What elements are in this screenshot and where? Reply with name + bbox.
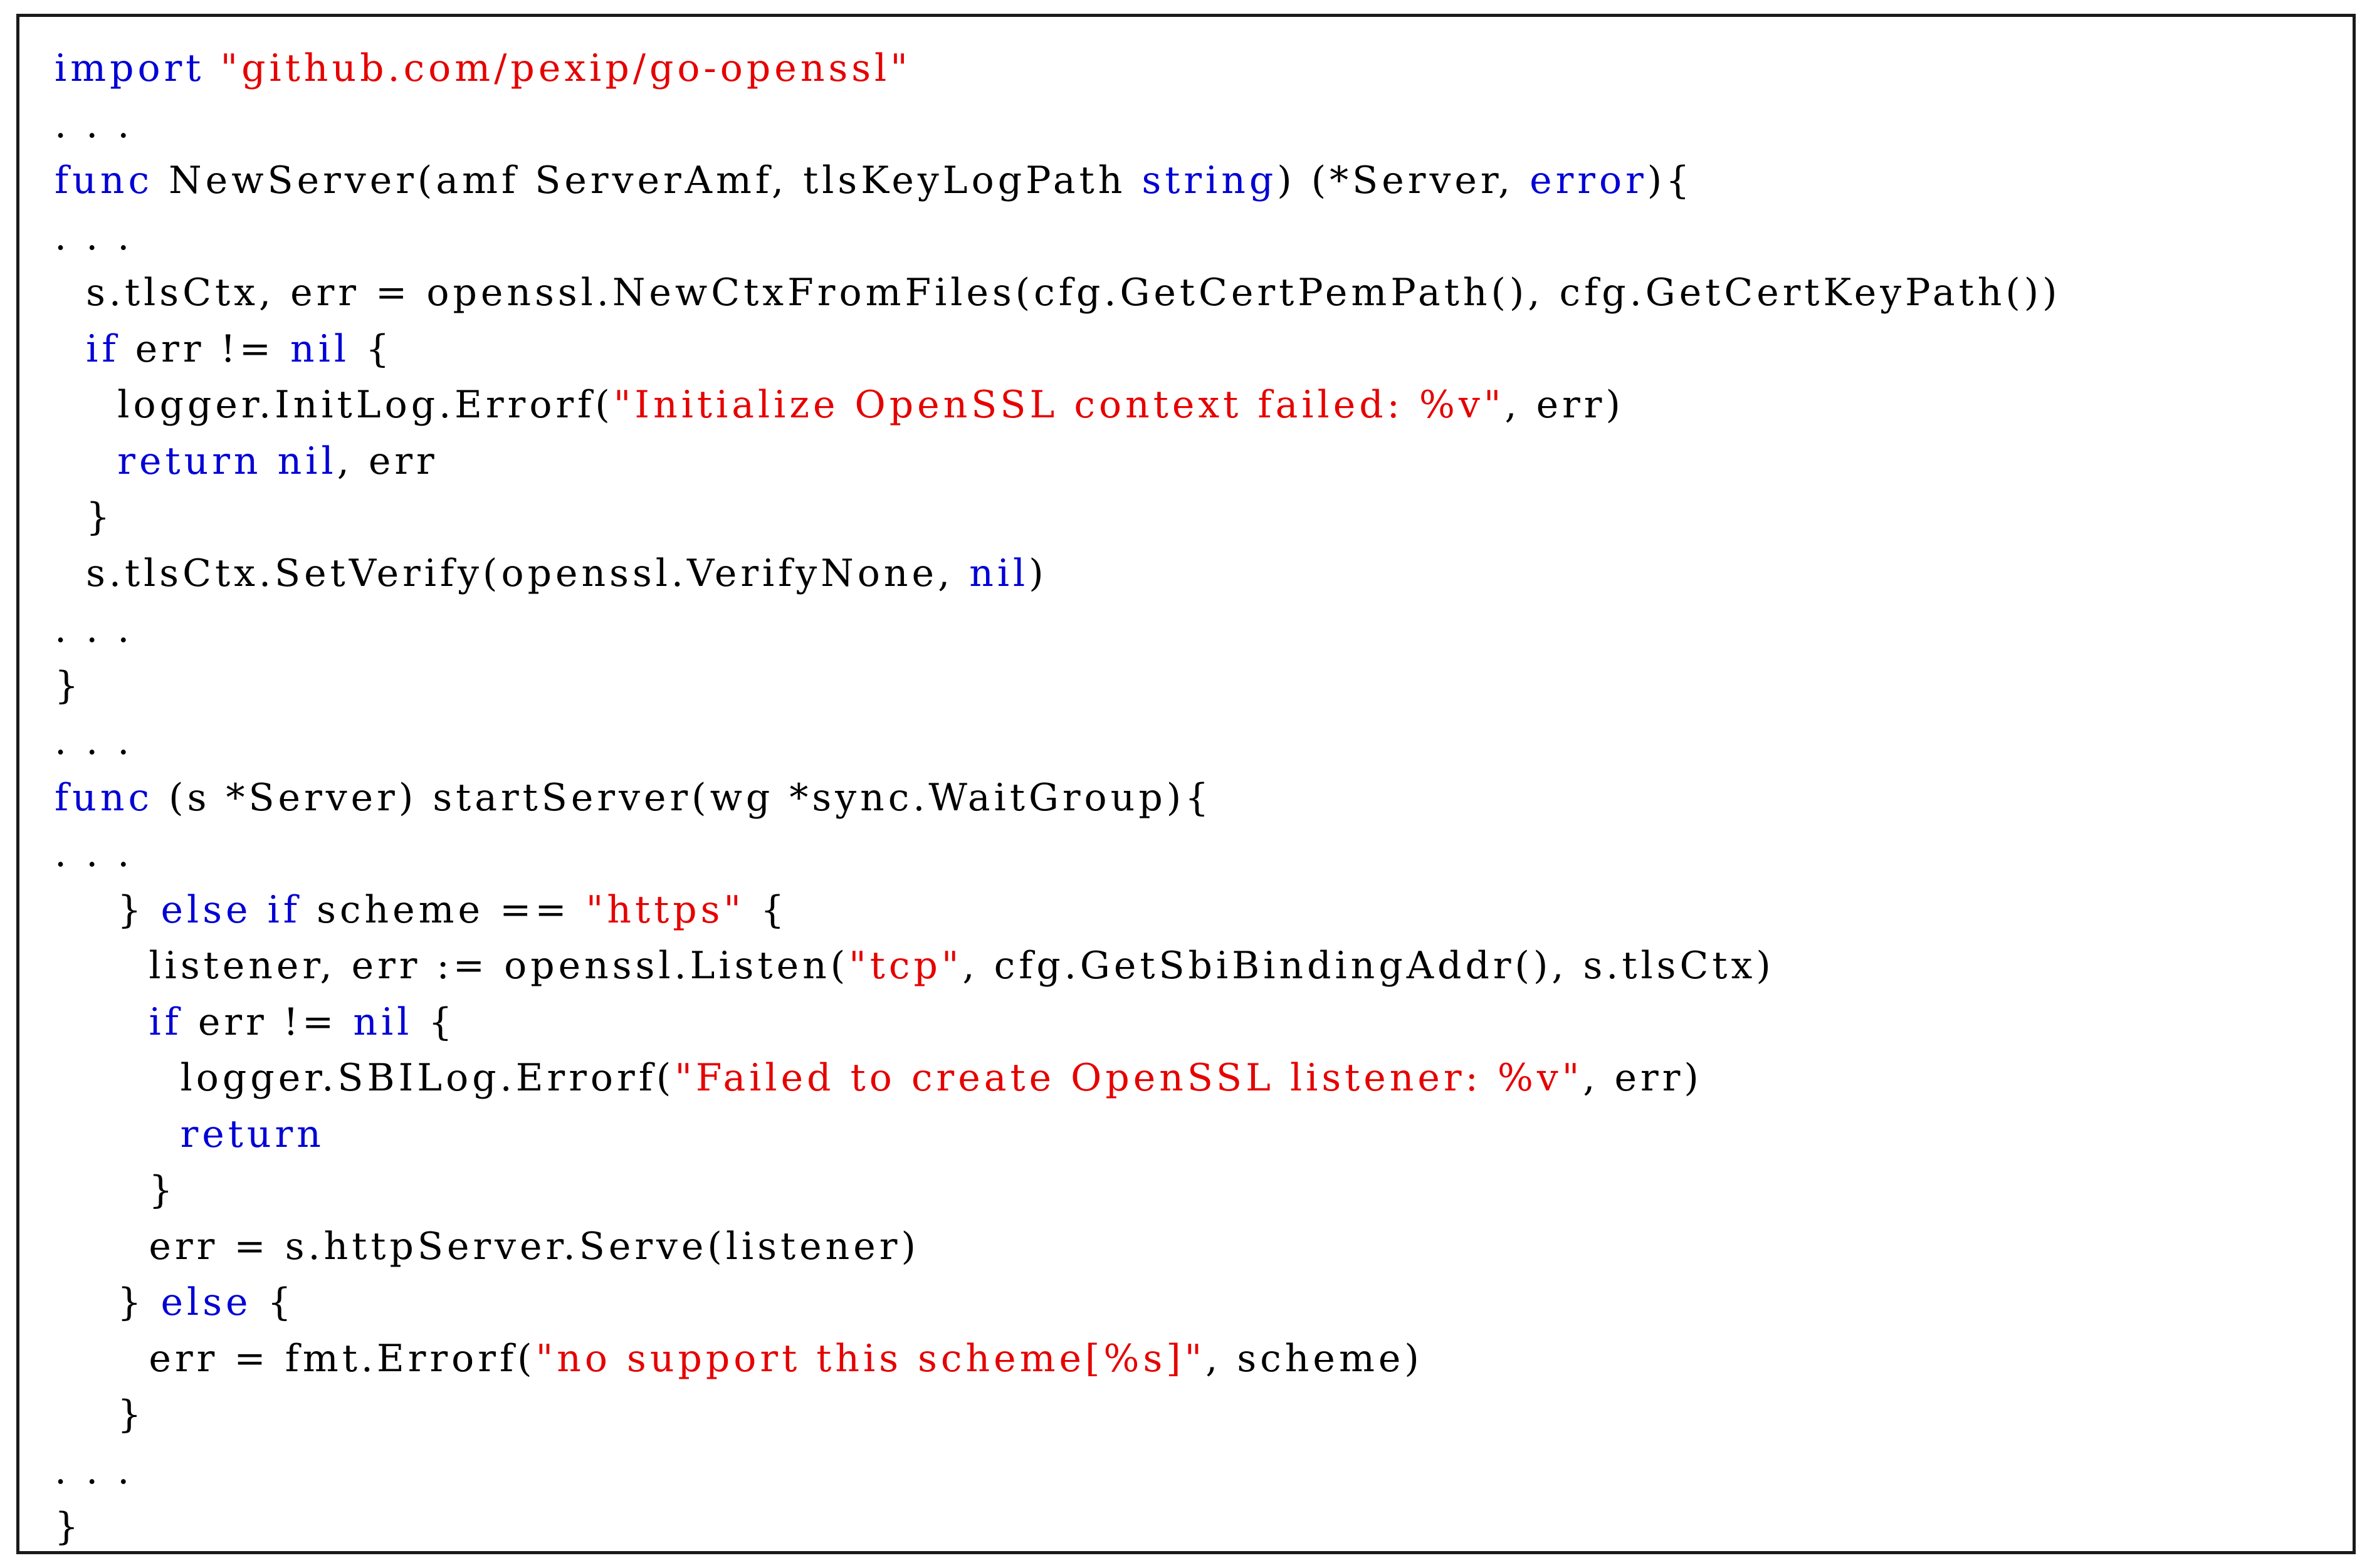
code-text: err != [119,327,291,371]
code-keyword: else [160,1280,252,1324]
code-text: } [55,495,114,539]
code-text: , err) [1583,1056,1703,1100]
code-line: import "github.com/pexip/go-openssl" [55,41,2061,97]
code-line: err = fmt.Errorf("no support this scheme… [55,1331,2061,1388]
code-keyword: error [1530,159,1647,202]
code-line: . . . [55,209,2061,266]
code-keyword: if [149,1000,182,1044]
code-keyword: string [1141,159,1278,202]
code-text: } [55,1393,145,1436]
code-text: s.tlsCtx.SetVerify(openssl.VerifyNone, [55,551,970,595]
code-line: s.tlsCtx.SetVerify(openssl.VerifyNone, n… [55,546,2061,602]
code-line: return nil, err [55,434,2061,490]
code-text: logger.InitLog.Errorf( [55,383,614,427]
code-text: } [55,1280,161,1324]
code-text: , err [337,439,438,483]
code-line: logger.SBILog.Errorf("Failed to create O… [55,1050,2061,1107]
code-text: . . . [55,214,134,259]
code-text: NewServer(amf ServerAmf, tlsKeyLogPath [153,159,1142,202]
code-text: , scheme) [1205,1336,1423,1381]
code-text: { [251,1280,295,1324]
code-line: s.tlsCtx, err = openssl.NewCtxFromFiles(… [55,265,2061,321]
code-line: . . . [55,602,2061,658]
code-text [55,1000,149,1044]
code-string-literal: "Failed to create OpenSSL listener: %v" [674,1056,1583,1100]
code-line: . . . [55,1443,2061,1500]
code-keyword: import [55,46,205,90]
code-line: } [55,1499,2061,1555]
code-string-literal: "no support this scheme[%s]" [535,1336,1206,1381]
code-text: ) [1029,551,1047,595]
code-line: if err != nil { [55,995,2061,1051]
code-text: . . . [55,1448,134,1493]
code-line: . . . [55,714,2061,770]
code-text: { [350,327,394,371]
code-string-literal: "Initialize OpenSSL context failed: %v" [613,383,1505,427]
code-text: . . . [55,102,134,147]
code-text [262,439,278,483]
code-line: func NewServer(amf ServerAmf, tlsKeyLogP… [55,153,2061,209]
code-line: func (s *Server) startServer(wg *sync.Wa… [55,770,2061,827]
code-line: return [55,1107,2061,1163]
code-text: { [412,1000,456,1044]
code-text: s.tlsCtx, err = openssl.NewCtxFromFiles(… [55,271,2061,315]
code-text: . . . [55,832,134,875]
code-text [55,327,86,371]
code-text: { [745,887,789,932]
code-block: import "github.com/pexip/go-openssl" . . … [55,41,2061,1555]
code-string-literal: "github.com/pexip/go-openssl" [220,46,911,90]
code-text: (s *Server) startServer(wg *sync.WaitGro… [153,775,1213,820]
code-text: . . . [55,607,134,651]
code-line: } [55,1387,2061,1443]
code-keyword: nil [277,439,337,483]
code-text: ){ [1647,159,1694,202]
code-line: } [55,1163,2061,1219]
code-text: scheme == [301,887,586,932]
code-text [55,439,117,483]
code-text: } [55,1168,177,1212]
code-keyword: func [55,775,154,820]
code-text: err = fmt.Errorf( [55,1336,536,1381]
code-line: . . . [55,97,2061,154]
code-keyword: nil [969,551,1029,595]
code-line: . . . [55,826,2061,882]
code-keyword: nil [353,1000,413,1044]
code-keyword: nil [290,327,350,371]
code-text: } [55,663,83,708]
code-text: } [55,1505,83,1549]
code-text: , err) [1504,383,1624,427]
code-keyword: else if [160,887,302,932]
code-text [55,1112,181,1156]
code-string-literal: "tcp" [849,944,963,988]
code-line: } else if scheme == "https" { [55,882,2061,939]
code-line: logger.InitLog.Errorf("Initialize OpenSS… [55,377,2061,434]
code-text: err = s.httpServer.Serve(listener) [55,1224,920,1268]
code-text: err != [182,1000,354,1044]
code-keyword: return [180,1112,325,1156]
code-keyword: func [55,159,154,202]
code-line: } else { [55,1275,2061,1331]
code-line: } [55,658,2061,714]
code-keyword: return [117,439,262,483]
code-listing-frame: import "github.com/pexip/go-openssl" . . … [16,14,2356,1554]
code-line: err = s.httpServer.Serve(listener) [55,1219,2061,1275]
code-string-literal: "https" [585,887,745,932]
code-text: . . . [55,719,134,763]
code-keyword: if [86,327,120,371]
code-text: logger.SBILog.Errorf( [55,1056,675,1100]
code-text: listener, err := openssl.Listen( [55,944,849,988]
code-line: listener, err := openssl.Listen("tcp", c… [55,938,2061,995]
code-line: } [55,489,2061,546]
code-text: ) (*Server, [1277,159,1530,202]
code-text: , cfg.GetSbiBindingAddr(), s.tlsCtx) [962,944,1775,988]
code-text: } [55,887,161,932]
code-text [204,46,220,90]
code-line: if err != nil { [55,321,2061,378]
